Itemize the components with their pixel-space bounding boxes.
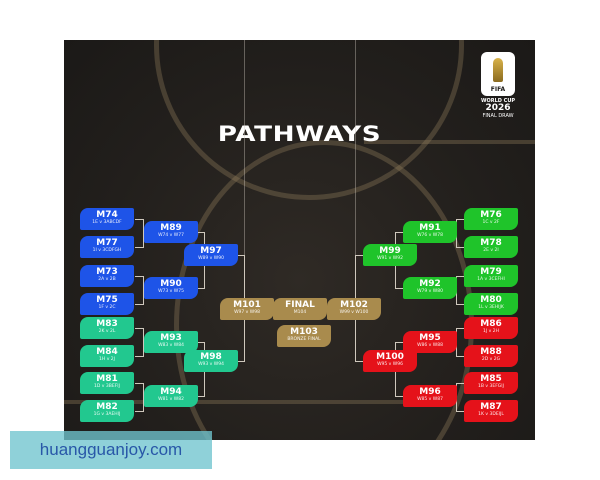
logo-line-1: WORLD CUP xyxy=(480,98,516,104)
page-title: PATHWAYS xyxy=(217,122,382,146)
world-cup-logo: FIFA WORLD CUP 2026 FINAL DRAW xyxy=(478,52,518,119)
background-line xyxy=(64,400,444,404)
logo-line-3: FINAL DRAW xyxy=(482,113,514,119)
watermark-link[interactable]: huangguanjoy.com xyxy=(10,431,212,469)
logo-line-2: 2026 xyxy=(485,103,511,113)
background-line xyxy=(364,140,535,144)
trophy-icon xyxy=(493,58,503,82)
trophy-26-icon: FIFA xyxy=(481,52,515,96)
fifa-label: FIFA xyxy=(490,86,506,93)
pathways-poster: PATHWAYS FIFA WORLD CUP 2026 FINAL DRAW xyxy=(64,40,535,440)
